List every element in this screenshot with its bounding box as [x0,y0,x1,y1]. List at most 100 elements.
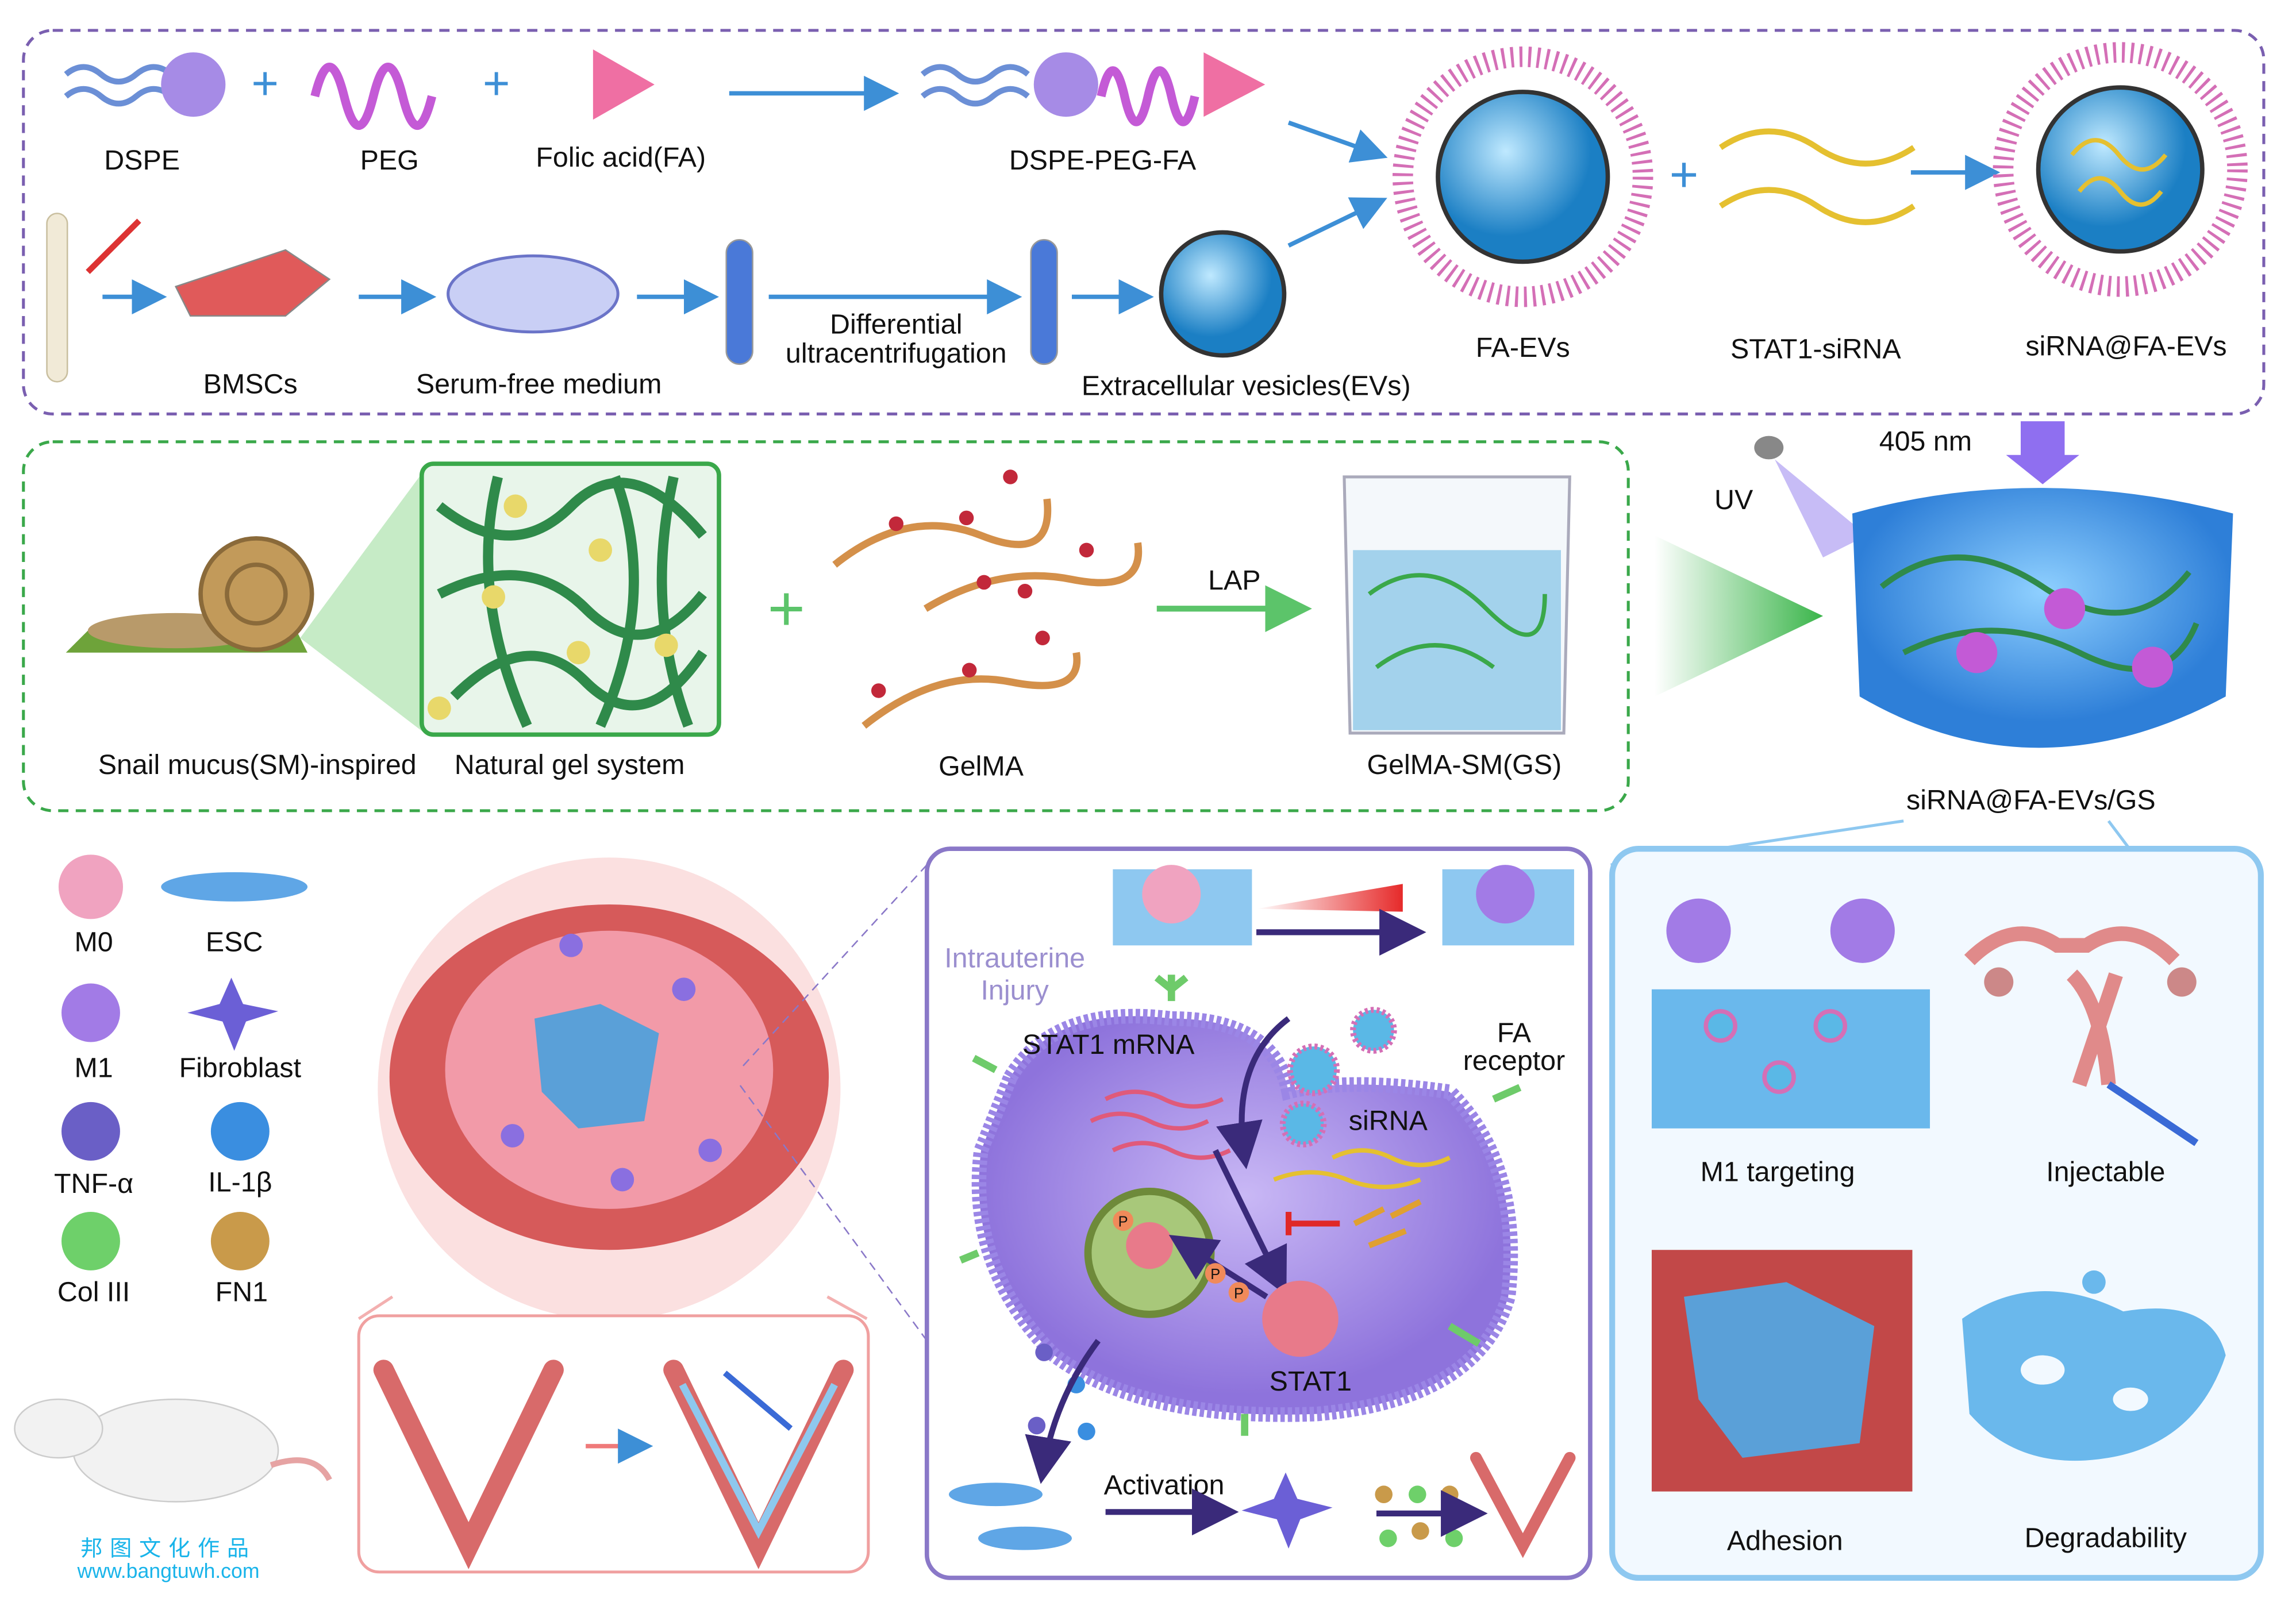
extracellular-vesicle-icon [1159,230,1287,358]
uv-label: UV [1714,484,1753,515]
natural-gel-label: Natural gel system [455,749,685,780]
lap-label: LAP [1208,565,1260,596]
dspe-peg-fa-label: DSPE-PEG-FA [1009,145,1197,176]
tnf-alpha-icon [61,1102,120,1161]
uv-beam [1774,459,1867,558]
test-tube-icon [1030,238,1058,365]
col3-icon [61,1211,120,1270]
cell-legend: M0 ESC M1 Fibroblast TNF-α IL-1β Col III… [54,854,308,1307]
plus-icon: + [251,57,279,110]
sirna-strand-icon [1273,1148,1451,1189]
bone-icon [46,213,68,383]
dspe-icon [64,52,226,117]
il1b-icon [210,1102,270,1161]
plus-icon: + [1670,147,1699,202]
plus-icon: + [483,57,510,110]
injury-label-2: Injury [980,975,1049,1006]
activation-label: Activation [1104,1470,1225,1501]
natural-gel-network-icon [419,461,721,737]
m0-macrophage-icon [1142,865,1201,924]
fibroblast-icon [187,977,279,1051]
light-arrow-icon [2006,421,2079,484]
fa-evs-label: FA-EVs [1476,332,1570,363]
m1-targeting-label: M1 targeting [1701,1156,1855,1187]
phosphate-label: P [1118,1214,1128,1230]
watermark-url: www.bangtuwh.com [76,1560,259,1582]
stat1-sirna-label: STAT1-siRNA [1730,334,1901,365]
gelma-sm-label: GelMA-SM(GS) [1367,749,1562,780]
beaker-icon [1343,475,1571,735]
injury-label-1: Intrauterine [944,943,1085,974]
hydrogel-fill-icon [534,1004,659,1129]
m0-icon [58,854,124,919]
petri-dish-icon [447,254,620,334]
fibroblast-label: Fibroblast [179,1053,302,1084]
hydrogel-label: siRNA@FA-EVs/GS [1906,784,2156,815]
green-arrow-icon [1655,535,1824,697]
top-panel-border [22,29,2266,415]
m1-macrophage-icon [1476,865,1535,924]
watermark-chinese: 邦图文化作品 [80,1537,256,1561]
esc-label: ESC [206,926,263,957]
rat-icon [14,1398,332,1503]
uterus-section [14,857,870,1574]
fa-receptor-icon [959,975,1522,1436]
esc-icon [978,1526,1072,1550]
sirna-label: siRNA [1349,1105,1428,1136]
folic-acid-label: Folic acid(FA) [536,142,706,173]
middle-panel-border [22,440,1630,813]
mechanism-panel: Intrauterine Injury STAT1 mRNA FA recept… [739,846,1593,1580]
sirna-mrna-duplex-icon [1353,1199,1422,1249]
folic-acid-icon [593,49,655,120]
dspe-peg-fa-icon [920,52,1266,126]
sirna-strand-icon [1718,187,1916,225]
m1-targeting-icon [1651,898,1930,1129]
injectable-icon [1964,926,2199,1146]
differential-label: Differential [830,309,962,340]
hydrogel-icon [1852,488,2233,748]
fn1-icon [210,1211,270,1270]
m0-label: M0 [74,926,113,957]
stat1-protein-icon [1262,1280,1339,1357]
sirna-fa-evs-label: siRNA@FA-EVs [2025,331,2226,362]
wavelength-label: 405 nm [1879,426,1972,457]
zoom-line [739,864,928,1071]
snail-mucus-label: Snail mucus(SM)-inspired [98,749,417,780]
stat1-mrna-label: STAT1 mRNA [1022,1029,1195,1060]
zoom-line [739,1084,928,1341]
ev-icon [1350,1007,1397,1054]
syringe-icon [722,1370,793,1431]
sirna-fa-ev-icon [1993,42,2248,297]
bmscs-label: BMSCs [203,369,298,400]
injectable-label: Injectable [2046,1156,2165,1187]
sirna-strand-icon [1718,128,1916,167]
fa-ev-icon [1392,46,1653,307]
peg-label: PEG [360,145,419,176]
properties-panel: M1 targeting Injectable Adhesion Degrada… [1609,819,2264,1581]
culture-flask-icon [174,249,331,317]
col3-label: Col III [57,1276,130,1307]
inflammation-gradient [1256,884,1403,912]
uv-lamp-icon [1754,436,1784,460]
plus-icon: + [767,572,805,644]
stat1-label: STAT1 [1270,1366,1352,1397]
ev-icon [1287,1043,1340,1096]
m1-icon [61,983,120,1042]
syringe-icon [86,218,141,274]
degradability-icon [1962,1270,2226,1461]
uterus-icon [373,1360,564,1569]
tnf-alpha-label: TNF-α [54,1168,133,1199]
esc-icon [948,1483,1043,1507]
watermark: 邦图文化作品 www.bangtuwh.com [76,1537,259,1582]
fa-receptor-label-1: FA [1497,1017,1532,1048]
arrow-icon [1287,197,1387,248]
degradability-label: Degradability [2025,1522,2187,1553]
secretion-arrow [1025,1339,1101,1484]
inhibition-icon [1285,1211,1340,1235]
m1-label: M1 [74,1053,113,1084]
dspe-label: DSPE [104,145,180,176]
fibroblast-icon [1241,1472,1333,1549]
ultracentrifugation-label: ultracentrifugation [786,338,1007,369]
serum-free-label: Serum-free medium [416,369,662,400]
